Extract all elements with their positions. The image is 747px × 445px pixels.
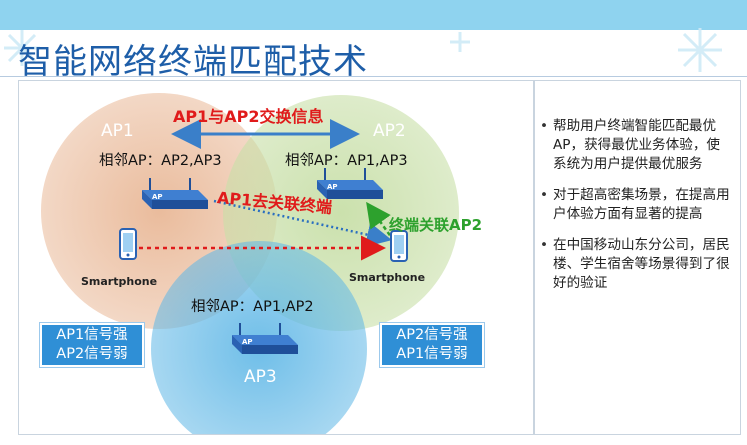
bullet-item: 帮助用户终端智能匹配最优AP，获得最优业务体验，使系统为用户提供最优服务 [540, 117, 732, 174]
right-smartphone-label: Smartphone [349, 271, 426, 284]
ap2-router-icon [317, 168, 383, 199]
left-signal-line1: AP1信号强 [56, 327, 128, 343]
associate-label: 终端关联AP2 [389, 216, 483, 234]
ap3-router-icon [232, 323, 298, 354]
bullet-item: 对于超高密集场景，在提高用户体验方面有显著的提高 [540, 186, 732, 224]
header-band [0, 0, 747, 30]
left-smartphone-label: Smartphone [81, 275, 158, 288]
left-signal-box: AP1信号强 AP2信号弱 [39, 322, 145, 368]
ap1-neighbors: 相邻AP：AP2,AP3 [99, 153, 222, 169]
bullet-list: 帮助用户终端智能匹配最优AP，获得最优业务体验，使系统为用户提供最优服务 对于超… [535, 81, 740, 293]
ap1-router-icon [142, 178, 208, 209]
right-signal-line1: AP2信号强 [396, 327, 468, 343]
ap3-neighbors: 相邻AP：AP1,AP2 [191, 299, 314, 315]
associate-arrow [366, 201, 396, 242]
bullet-panel: 帮助用户终端智能匹配最优AP，获得最优业务体验，使系统为用户提供最优服务 对于超… [534, 80, 741, 435]
ap2-device-tag: AP [327, 183, 338, 191]
diagram-panel: AP1与AP2交换信息 AP1 AP2 相邻AP：AP2,AP3 相邻AP：AP… [18, 80, 534, 435]
right-signal-line2: AP1信号弱 [396, 346, 468, 362]
ap2-label: AP2 [373, 121, 406, 141]
ap3-device-tag: AP [242, 338, 253, 346]
right-signal-box: AP2信号强 AP1信号弱 [379, 322, 485, 368]
coverage-diagram [41, 93, 459, 434]
left-smartphone-icon [119, 228, 137, 260]
left-signal-line2: AP2信号弱 [56, 346, 128, 362]
ap3-label: AP3 [244, 367, 277, 387]
title-divider [0, 76, 747, 77]
ap2-neighbors: 相邻AP：AP1,AP3 [285, 153, 408, 169]
page-title: 智能网络终端匹配技术 [18, 42, 368, 82]
right-smartphone-icon [390, 230, 408, 262]
ap1-label: AP1 [101, 121, 134, 141]
exchange-label: AP1与AP2交换信息 [173, 107, 324, 126]
snowflake-decoration [4, 28, 722, 72]
bullet-item: 在中国移动山东分公司，居民楼、学生宿舍等场景得到了很好的验证 [540, 236, 732, 293]
ap1-device-tag: AP [152, 193, 163, 201]
